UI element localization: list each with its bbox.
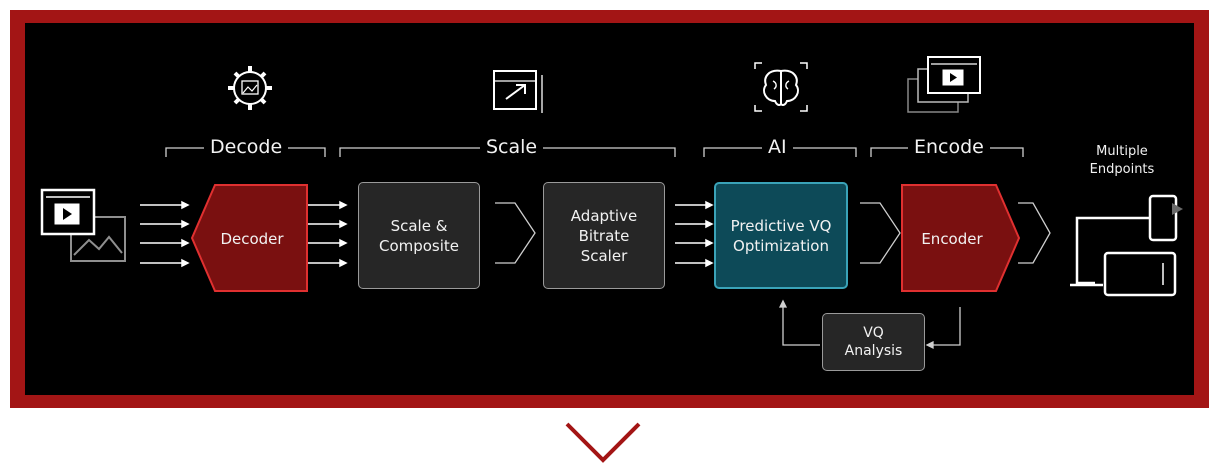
encoder-label: Encoder	[921, 230, 983, 248]
video-stack-icon	[907, 56, 981, 113]
scale-resize-icon	[493, 70, 543, 113]
stage-label-decode: Decode	[204, 136, 289, 158]
chevron-connectors	[495, 202, 1051, 264]
scale-composite-block: Scale & Composite	[358, 182, 480, 289]
scaler-to-ai-arrows	[675, 200, 714, 268]
decoder-to-scale-arrows	[308, 200, 348, 268]
vq-analysis-block: VQ Analysis	[822, 313, 925, 371]
stage-label-ai: AI	[762, 136, 793, 158]
decoder-label: Decoder	[220, 230, 284, 248]
video-input-icon	[40, 188, 126, 262]
stage-label-scale: Scale	[480, 136, 544, 158]
brain-icon	[754, 62, 808, 112]
input-arrows	[140, 200, 190, 268]
diagram-frame: Decode Scale AI Encode Decoder Scale & C…	[10, 10, 1209, 408]
ai-to-encoder-chevron	[860, 202, 901, 264]
devices-icon	[1070, 194, 1178, 297]
gear-image-icon	[228, 66, 272, 110]
stage-label-encode: Encode	[908, 136, 990, 158]
decoder-block: Decoder	[190, 184, 308, 292]
pipeline-panel: Decode Scale AI Encode Decoder Scale & C…	[25, 23, 1194, 395]
feedback-loop	[778, 299, 961, 350]
endpoints-label: Multiple Endpoints	[1089, 144, 1155, 177]
encoder-block: Encoder	[901, 184, 1021, 292]
scroll-arrow-icon	[1172, 203, 1183, 215]
encoder-to-endpoints-chevron	[1018, 202, 1051, 264]
predictive-vq-block: Predictive VQ Optimization	[714, 182, 848, 289]
adaptive-bitrate-scaler-block: Adaptive Bitrate Scaler	[543, 182, 665, 289]
chevron-down-icon[interactable]	[563, 418, 643, 466]
pipeline-connectors	[40, 56, 1183, 350]
scale-to-scaler-chevron	[495, 202, 536, 264]
